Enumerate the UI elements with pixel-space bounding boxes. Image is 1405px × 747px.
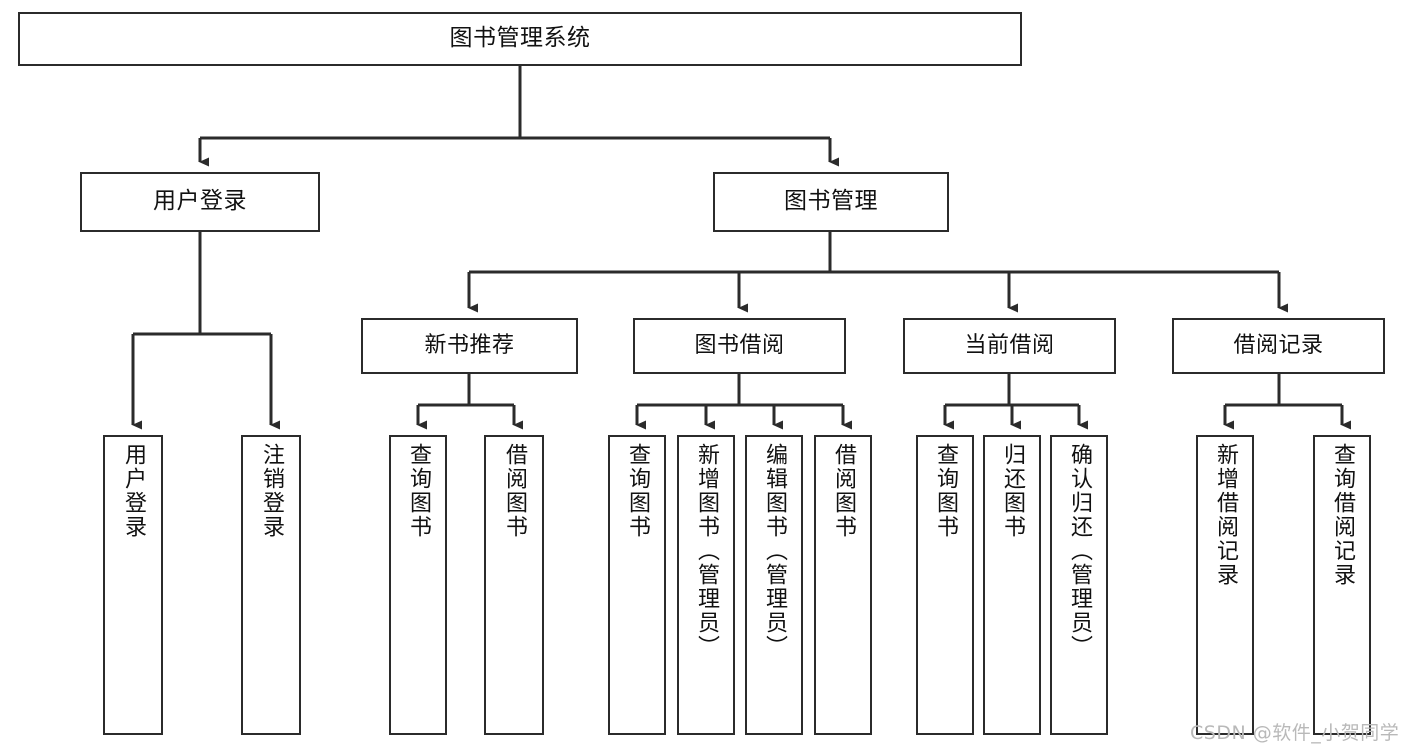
node-book-management[interactable]: 图书管理 <box>713 172 949 232</box>
leaf-borrow-book-newbook-label: 借阅图书 <box>502 443 527 539</box>
node-book-management-label: 图书管理 <box>784 188 878 215</box>
leaf-edit-book-admin[interactable]: 编辑图书（管理员） <box>745 435 803 735</box>
leaf-query-book-borrow[interactable]: 查询图书 <box>608 435 666 735</box>
leaf-logout[interactable]: 注销登录 <box>241 435 301 735</box>
node-new-book-recommend[interactable]: 新书推荐 <box>361 318 578 374</box>
leaf-user-login-label: 用户登录 <box>121 443 146 539</box>
leaf-query-borrow-record-label: 查询借阅记录 <box>1330 443 1355 587</box>
leaf-logout-label: 注销登录 <box>259 443 284 539</box>
node-new-book-recommend-label: 新书推荐 <box>424 333 515 359</box>
leaf-query-book-current-label: 查询图书 <box>933 443 958 539</box>
leaf-query-book-current[interactable]: 查询图书 <box>916 435 974 735</box>
node-user-login[interactable]: 用户登录 <box>80 172 320 232</box>
leaf-add-book-admin[interactable]: 新增图书（管理员） <box>677 435 735 735</box>
leaf-query-book-borrow-label: 查询图书 <box>625 443 650 539</box>
node-root-label: 图书管理系统 <box>449 25 591 52</box>
leaf-query-book-newbook-label: 查询图书 <box>406 443 431 539</box>
node-current-borrow[interactable]: 当前借阅 <box>903 318 1116 374</box>
node-book-borrow-label: 图书借阅 <box>694 333 785 359</box>
leaf-edit-book-admin-label: 编辑图书（管理员） <box>762 443 787 659</box>
node-borrow-records[interactable]: 借阅记录 <box>1172 318 1385 374</box>
leaf-borrow-book[interactable]: 借阅图书 <box>814 435 872 735</box>
node-book-borrow[interactable]: 图书借阅 <box>633 318 846 374</box>
leaf-confirm-return-admin-label: 确认归还（管理员） <box>1067 443 1092 659</box>
leaf-add-borrow-record-label: 新增借阅记录 <box>1213 443 1238 587</box>
leaf-return-book[interactable]: 归还图书 <box>983 435 1041 735</box>
node-root[interactable]: 图书管理系统 <box>18 12 1022 66</box>
leaf-borrow-book-label: 借阅图书 <box>831 443 856 539</box>
leaf-user-login[interactable]: 用户登录 <box>103 435 163 735</box>
node-user-login-label: 用户登录 <box>153 188 247 215</box>
leaf-borrow-book-newbook[interactable]: 借阅图书 <box>484 435 544 735</box>
leaf-add-book-admin-label: 新增图书（管理员） <box>694 443 719 659</box>
leaf-query-borrow-record[interactable]: 查询借阅记录 <box>1313 435 1371 735</box>
leaf-confirm-return-admin[interactable]: 确认归还（管理员） <box>1050 435 1108 735</box>
leaf-query-book-newbook[interactable]: 查询图书 <box>389 435 447 735</box>
node-borrow-records-label: 借阅记录 <box>1233 333 1324 359</box>
leaf-add-borrow-record[interactable]: 新增借阅记录 <box>1196 435 1254 735</box>
node-current-borrow-label: 当前借阅 <box>964 333 1055 359</box>
leaf-return-book-label: 归还图书 <box>1000 443 1025 539</box>
